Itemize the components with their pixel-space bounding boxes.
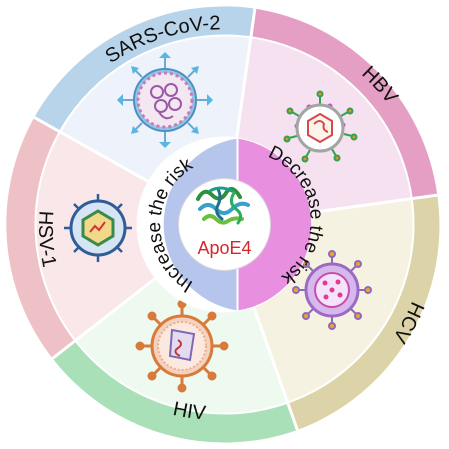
decrease-risk-half xyxy=(237,138,312,311)
hiv-virus-icon xyxy=(135,299,229,393)
label-hiv: HIV xyxy=(171,398,207,425)
apoe4-protein-structure-icon xyxy=(196,186,250,225)
sector-hsv-1 xyxy=(35,131,225,341)
hsv-1-virus-icon xyxy=(64,194,132,262)
sars-cov-2-virus-icon xyxy=(117,52,213,148)
ring-inner-border xyxy=(34,34,415,415)
label-hsv-1: HSV-1 xyxy=(34,210,60,269)
hbv-virus-icon xyxy=(283,90,358,163)
hcv-virus-icon xyxy=(292,250,372,330)
apoe4-label: ApoE4 xyxy=(197,238,251,258)
